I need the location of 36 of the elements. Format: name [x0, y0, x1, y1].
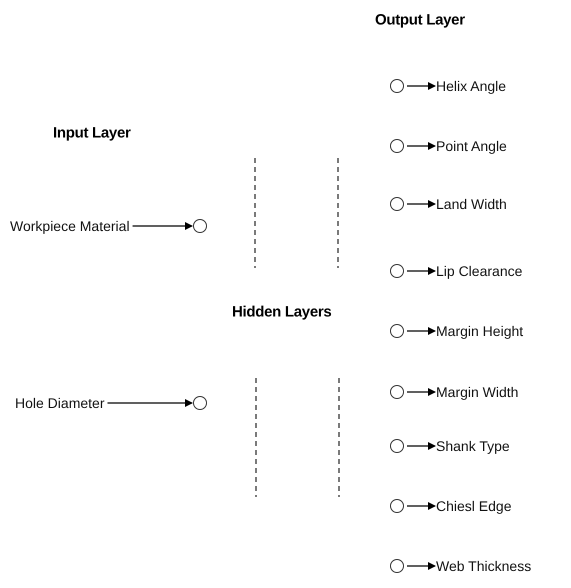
neuron-circle: [390, 264, 404, 278]
arrow: [407, 442, 436, 450]
node-label: Point Angle: [436, 138, 507, 154]
node-label: Web Thickness: [436, 558, 532, 574]
arrow: [407, 200, 436, 208]
node-label: Margin Width: [436, 384, 518, 400]
layer-heading: Input Layer: [53, 124, 131, 142]
node-label: Shank Type: [436, 438, 510, 454]
neuron-circle: [390, 79, 404, 93]
node-label: Margin Height: [436, 323, 524, 339]
layer-heading: Hidden Layers: [232, 304, 332, 320]
node-label: Hole Diameter: [15, 395, 104, 411]
neuron-circle: [390, 559, 404, 573]
arrow: [407, 562, 436, 570]
node-label: Helix Angle: [436, 78, 506, 94]
arrow: [407, 142, 436, 150]
arrow: [407, 388, 436, 396]
arrow: [107, 399, 193, 407]
neuron-circle: [193, 219, 207, 233]
neuron-circle: [390, 197, 404, 211]
node-label: Chiesl Edge: [436, 498, 512, 514]
arrow: [407, 267, 436, 275]
node-label: Workpiece Material: [10, 218, 130, 234]
neuron-circle: [390, 499, 404, 513]
arrow: [407, 502, 436, 510]
neuron-circle: [390, 439, 404, 453]
layer-heading: Output Layer: [375, 12, 465, 28]
neuron-circle: [390, 385, 404, 399]
arrow: [407, 82, 436, 90]
arrow: [132, 222, 193, 230]
node-label: Land Width: [436, 196, 507, 212]
arrow: [407, 327, 436, 335]
neuron-circle: [390, 324, 404, 338]
neuron-circle: [390, 139, 404, 153]
node-label: Lip Clearance: [436, 263, 522, 279]
neuron-circle: [193, 396, 207, 410]
